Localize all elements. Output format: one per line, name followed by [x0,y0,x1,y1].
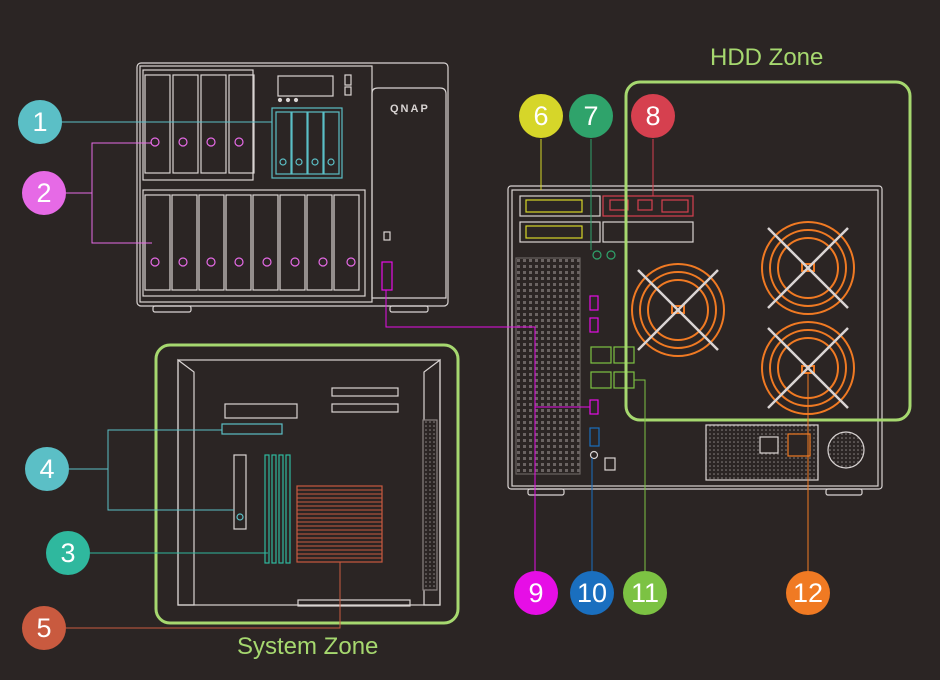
qnap-logo: QNAP [390,103,430,115]
bottom-hdd-bays [144,194,360,291]
callout-badge-2: 2 [22,171,66,215]
callout-badge-1: 1 [18,100,62,144]
callout-badge-11: 11 [623,571,667,615]
callout-badge-3: 3 [46,531,90,575]
fan-group [631,221,855,415]
lan-ports [590,346,635,389]
lcd-display [277,75,334,97]
callout-badge-6: 6 [519,94,563,138]
cpu-heatsink [296,485,383,563]
callout-badge-7: 7 [569,94,613,138]
front-view [136,62,449,313]
ram-slots [264,454,291,564]
callout-badge-5: 5 [22,606,66,650]
system-zone-label: System Zone [237,633,379,660]
leader-lines [62,121,809,629]
hdd-zone-label: HDD Zone [710,44,824,71]
top-hdd-bays [144,74,255,174]
callout-badge-10: 10 [570,571,614,615]
system-zone-outline [154,343,460,625]
hdd-lock-icons [150,137,356,267]
callout-badge-8: 8 [631,94,675,138]
callout-badge-9: 9 [514,571,558,615]
interior-view [177,358,441,607]
callout-badge-12: 12 [786,571,830,615]
rear-view [507,185,883,496]
hdd-zone-outline [624,80,912,422]
callout-badge-4: 4 [25,447,69,491]
ssd-bays [271,107,343,179]
